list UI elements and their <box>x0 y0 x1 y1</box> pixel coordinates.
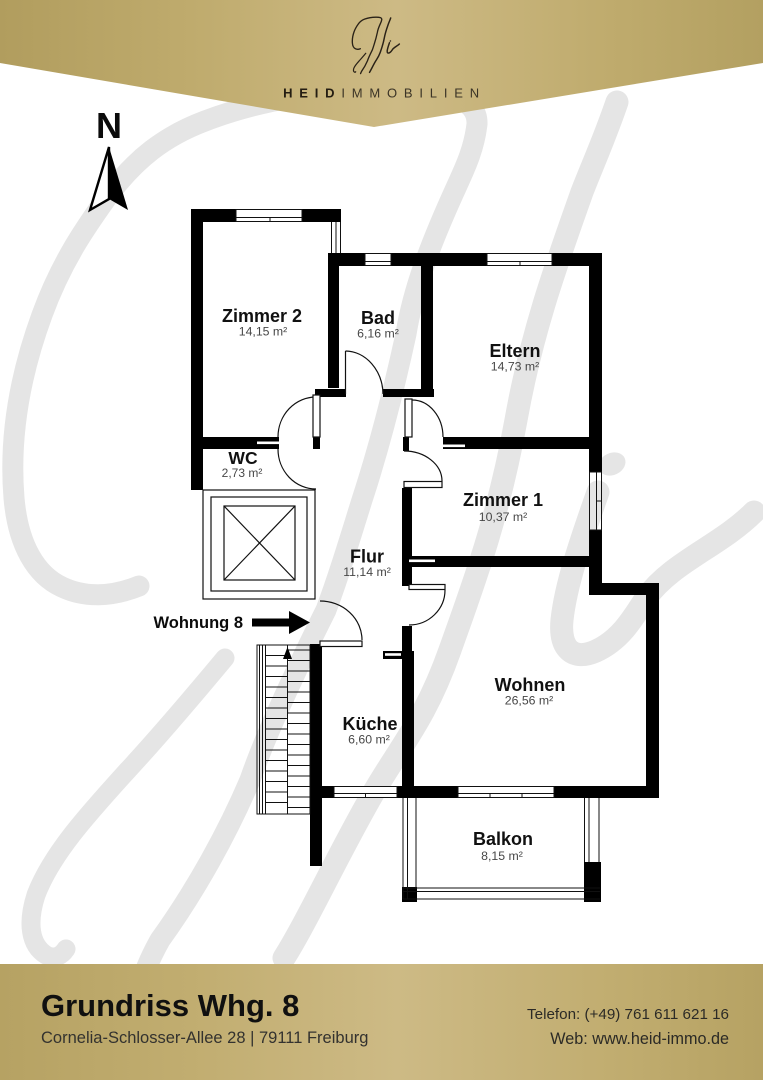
svg-text:6,60 m²: 6,60 m² <box>348 733 390 747</box>
svg-text:14,15 m²: 14,15 m² <box>239 325 288 339</box>
svg-text:WC: WC <box>228 448 258 468</box>
svg-text:Bad: Bad <box>361 308 395 328</box>
svg-text:Web: www.heid-immo.de: Web: www.heid-immo.de <box>550 1030 729 1048</box>
svg-text:Balkon: Balkon <box>473 829 533 849</box>
svg-text:Eltern: Eltern <box>489 341 540 361</box>
svg-text:10,37 m²: 10,37 m² <box>479 510 528 524</box>
svg-text:HEIDIMMOBILIEN: HEIDIMMOBILIEN <box>283 86 486 101</box>
svg-text:2,73 m²: 2,73 m² <box>222 466 263 480</box>
svg-text:Zimmer 1: Zimmer 1 <box>463 490 543 510</box>
svg-text:Wohnung 8: Wohnung 8 <box>153 614 243 632</box>
svg-text:6,16 m²: 6,16 m² <box>357 327 399 341</box>
svg-text:Cornelia-Schlosser-Allee 28 |: Cornelia-Schlosser-Allee 28 | 79111 Frei… <box>41 1029 368 1047</box>
svg-text:8,15 m²: 8,15 m² <box>481 849 523 863</box>
svg-text:Küche: Küche <box>342 714 397 734</box>
svg-text:26,56 m²: 26,56 m² <box>505 694 554 708</box>
svg-text:N: N <box>96 105 122 146</box>
svg-text:Telefon: (+49) 761 611 621 16: Telefon: (+49) 761 611 621 16 <box>527 1006 729 1023</box>
svg-text:Grundriss Whg. 8: Grundriss Whg. 8 <box>41 988 299 1023</box>
svg-text:14,73 m²: 14,73 m² <box>491 360 540 374</box>
svg-text:Zimmer 2: Zimmer 2 <box>222 306 302 326</box>
svg-text:Flur: Flur <box>350 547 384 567</box>
svg-text:Wohnen: Wohnen <box>495 675 566 695</box>
svg-text:11,14 m²: 11,14 m² <box>343 565 391 579</box>
